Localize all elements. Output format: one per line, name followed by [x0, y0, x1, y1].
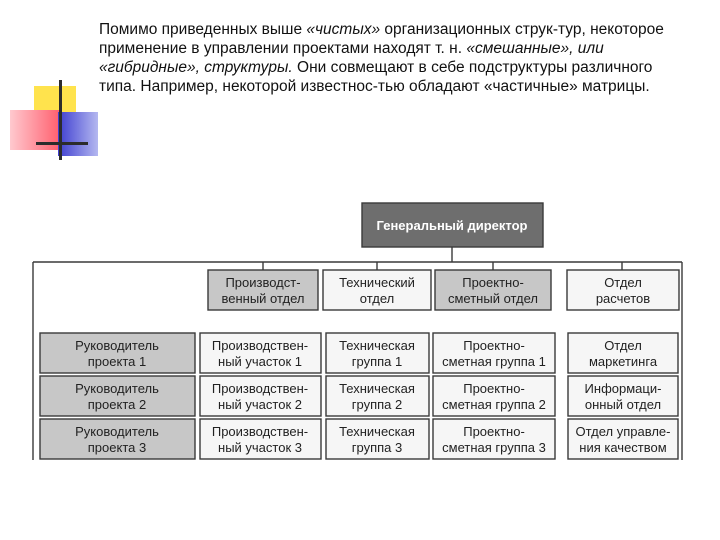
department-label-line1: Производст-: [225, 275, 300, 290]
decorative-vertical-line: [59, 80, 62, 160]
decorative-blue-square: [58, 112, 98, 156]
matrix-row-3: Руководитель проекта 3 Производствен- ны…: [39, 418, 679, 460]
department-estimating: Проектно- сметный отдел: [434, 269, 552, 311]
side-unit-box: [567, 375, 679, 417]
side-unit-label-line2: ния качеством: [579, 440, 666, 455]
matrix-cell-box: [199, 375, 322, 417]
matrix-cell-label-line2: сметная группа 1: [442, 354, 546, 369]
matrix-cell-label-line1: Техническая: [339, 381, 415, 396]
project-manager-box: [39, 375, 196, 417]
side-unit-box: [567, 332, 679, 374]
matrix-cell-label-line2: ный участок 1: [218, 354, 302, 369]
project-manager-label-line1: Руководитель: [75, 338, 159, 353]
side-unit-label-line1: Отдел: [604, 338, 642, 353]
matrix-cell-box: [325, 332, 430, 374]
matrix-cell-box: [432, 375, 556, 417]
matrix-cell-label-line1: Производствен-: [212, 338, 308, 353]
matrix-cell-box: [325, 418, 430, 460]
director-label: Генеральный директор: [377, 218, 528, 233]
department-row: Производст- венный отдел Технический отд…: [207, 269, 680, 311]
department-technical: Технический отдел: [322, 269, 432, 311]
department-label-line1: Проектно-: [462, 275, 524, 290]
matrix-cell-box: [325, 375, 430, 417]
matrix-cell-label-line2: ный участок 2: [218, 397, 302, 412]
matrix-grid: Руководитель проекта 1 Производствен- ны…: [39, 332, 679, 460]
matrix-row-2: Руководитель проекта 2 Производствен- ны…: [39, 375, 679, 417]
side-unit-box: [567, 418, 679, 460]
department-label-line2: отдел: [360, 291, 394, 306]
matrix-cell-label-line1: Производствен-: [212, 381, 308, 396]
matrix-cell-label-line2: ный участок 3: [218, 440, 302, 455]
matrix-cell-label-line1: Проектно-: [463, 381, 525, 396]
project-manager-box: [39, 418, 196, 460]
matrix-cell-label-line2: группа 3: [352, 440, 402, 455]
matrix-cell-box: [432, 332, 556, 374]
department-label-line1: Технический: [339, 275, 415, 290]
department-label-line2: расчетов: [596, 291, 650, 306]
project-manager-label-line1: Руководитель: [75, 424, 159, 439]
side-unit-label-line1: Информаци-: [585, 381, 662, 396]
department-calculations: Отдел расчетов: [566, 269, 680, 311]
matrix-cell-box: [199, 332, 322, 374]
department-box: [566, 269, 680, 311]
connectors: [32, 247, 683, 460]
decorative-horizontal-line: [36, 142, 88, 145]
matrix-cell-label-line2: группа 1: [352, 354, 402, 369]
matrix-cell-label-line1: Техническая: [339, 424, 415, 439]
side-unit-label-line2: маркетинга: [589, 354, 658, 369]
intro-text-4: «смешанные», или «гибридные», структуры.: [99, 40, 604, 76]
director-box: [361, 202, 544, 248]
matrix-cell-label-line2: группа 2: [352, 397, 402, 412]
matrix-cell-box: [432, 418, 556, 460]
director-node: Генеральный директор: [361, 202, 544, 248]
department-box: [322, 269, 432, 311]
intro-text-5: Они совмещают в себе подструктуры различ…: [99, 59, 653, 95]
matrix-cell-label-line2: сметная группа 2: [442, 397, 546, 412]
intro-text-3: организационных струк-тур, некоторое при…: [99, 21, 664, 57]
project-manager-label-line2: проекта 2: [88, 397, 146, 412]
matrix-cell-box: [199, 418, 322, 460]
intro-text-1: Помимо приведенных выше: [99, 21, 307, 38]
project-manager-label-line1: Руководитель: [75, 381, 159, 396]
department-label-line1: Отдел: [604, 275, 642, 290]
project-manager-label-line2: проекта 3: [88, 440, 146, 455]
intro-paragraph: Помимо приведенных выше «чистых» организ…: [99, 20, 689, 96]
matrix-cell-label-line1: Техническая: [339, 338, 415, 353]
matrix-row-1: Руководитель проекта 1 Производствен- ны…: [39, 332, 679, 374]
side-unit-label-line2: онный отдел: [585, 397, 661, 412]
project-manager-label-line2: проекта 1: [88, 354, 146, 369]
matrix-cell-label-line1: Производствен-: [212, 424, 308, 439]
department-production: Производст- венный отдел: [207, 269, 319, 311]
matrix-cell-label-line1: Проектно-: [463, 424, 525, 439]
matrix-cell-label-line1: Проектно-: [463, 338, 525, 353]
side-unit-label-line1: Отдел управле-: [576, 424, 671, 439]
department-box: [434, 269, 552, 311]
project-manager-box: [39, 332, 196, 374]
department-box: [207, 269, 319, 311]
matrix-cell-label-line2: сметная группа 3: [442, 440, 546, 455]
intro-text-2: «чистых»: [306, 21, 381, 38]
department-label-line2: сметный отдел: [448, 291, 538, 306]
department-label-line2: венный отдел: [221, 291, 304, 306]
